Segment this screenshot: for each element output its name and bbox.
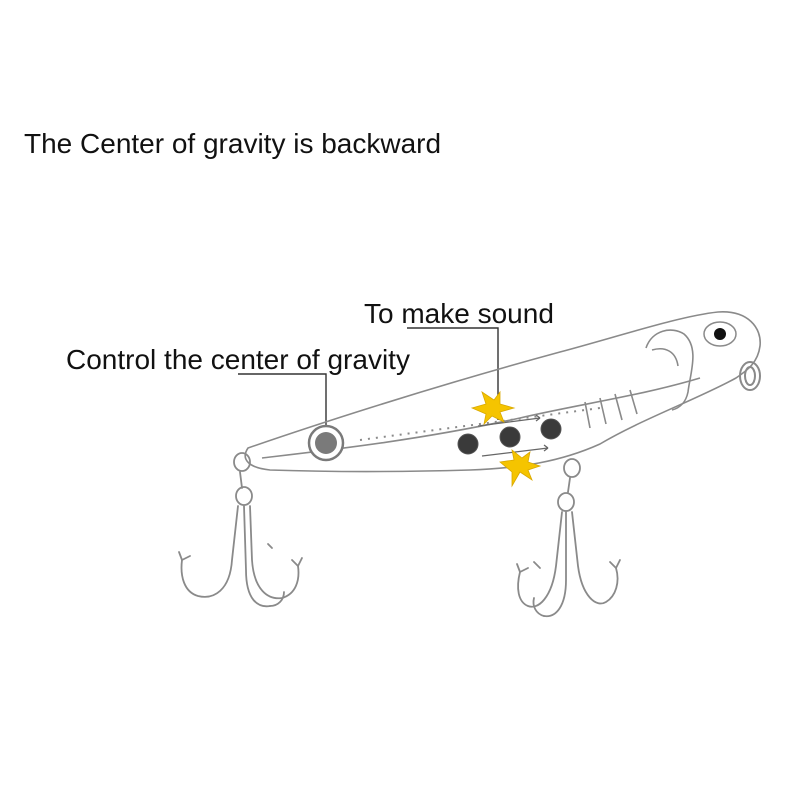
nose-ring-icon — [739, 361, 761, 391]
fin-strokes — [584, 389, 638, 429]
spark-bottom — [499, 449, 542, 488]
diagram-title: The Center of gravity is backward — [24, 128, 442, 159]
label-make-sound: To make sound — [364, 298, 554, 329]
gill-inner — [651, 348, 679, 367]
spark-top — [470, 390, 516, 426]
lateral-line — [359, 407, 601, 441]
leader-line-sound — [407, 327, 499, 420]
rattle-rail-top — [477, 417, 541, 427]
rattle-ball — [540, 418, 562, 440]
rattle-balls — [457, 418, 562, 455]
rear-hook-icon — [178, 452, 303, 608]
rattle-ball — [499, 426, 521, 448]
body-outline — [244, 311, 761, 473]
belly-hook-icon — [516, 458, 621, 617]
sound-spark-icon — [470, 390, 542, 488]
leader-line-gravity — [238, 373, 327, 426]
gravity-weight-icon — [307, 424, 345, 462]
leader-lines — [238, 327, 499, 426]
rattle-ball — [457, 433, 479, 455]
eye-icon — [703, 321, 737, 347]
label-center-of-gravity: Control the center of gravity — [66, 344, 410, 375]
gill-curve — [645, 329, 694, 411]
